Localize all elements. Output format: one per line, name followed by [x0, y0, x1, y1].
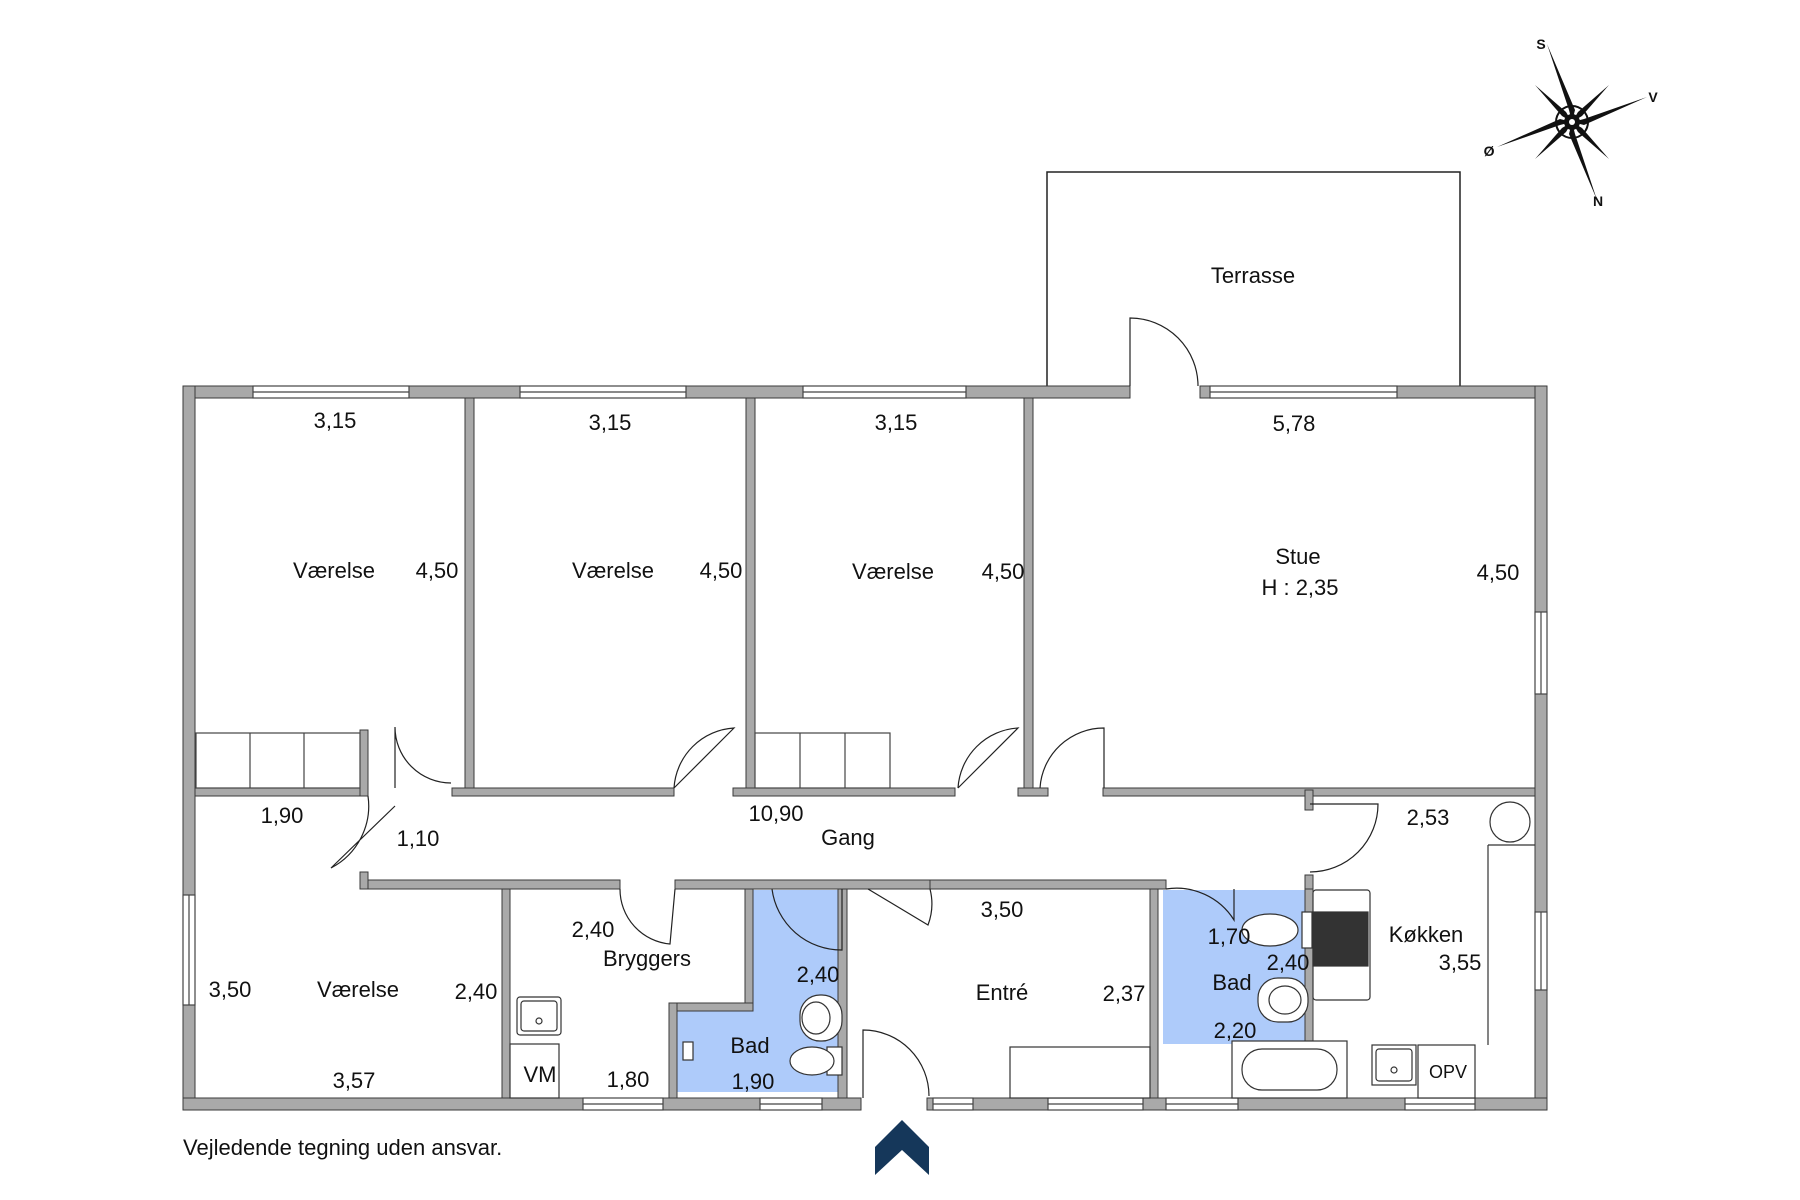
bryggers-vm: VM — [524, 1062, 557, 1087]
stue-height: H : 2,35 — [1261, 575, 1338, 600]
doors — [330, 317, 1379, 1098]
stue-width: 5,78 — [1273, 411, 1316, 436]
kokken-depth: 3,55 — [1439, 950, 1482, 975]
bad1-label: Bad — [730, 1033, 769, 1058]
kokken-width: 2,53 — [1407, 805, 1450, 830]
fixtures — [509, 801, 1535, 1099]
gang-width: 1,10 — [397, 826, 440, 851]
stue-label: Stue — [1275, 544, 1320, 569]
bad2-dim-b: 2,20 — [1214, 1018, 1257, 1043]
stue-depth: 4,50 — [1477, 560, 1520, 585]
bryggers-depth: 2,40 — [572, 917, 615, 942]
compass-n: N — [1593, 193, 1603, 209]
vaerelse4-depth: 3,50 — [209, 977, 252, 1002]
compass-rose-icon: S V Ø N — [1484, 36, 1659, 209]
vaerelse4-depth-b: 2,40 — [455, 979, 498, 1004]
bath1-floor — [677, 890, 843, 1092]
bryggers-width: 1,80 — [607, 1067, 650, 1092]
terrace-outline — [1046, 171, 1461, 386]
bad2-label: Bad — [1212, 970, 1251, 995]
vaerelse3-label: Værelse — [852, 559, 934, 584]
vaerelse2-width: 3,15 — [589, 410, 632, 435]
entry-arrow-icon — [875, 1120, 929, 1175]
gang-label: Gang — [821, 825, 875, 850]
bryggers-label: Bryggers — [603, 946, 691, 971]
vaerelse1-label: Værelse — [293, 558, 375, 583]
entre-width: 3,50 — [981, 897, 1024, 922]
vaerelse1-depth: 4,50 — [416, 558, 459, 583]
vaerelse4-width: 3,57 — [333, 1068, 376, 1093]
bad2-width: 1,70 — [1208, 924, 1251, 949]
vaerelse3-depth: 4,50 — [982, 559, 1025, 584]
terrasse-label: Terrasse — [1211, 263, 1295, 288]
gang-dim-a: 1,90 — [261, 803, 304, 828]
compass-o: Ø — [1484, 143, 1495, 159]
vaerelse2-depth: 4,50 — [700, 558, 743, 583]
entre-label: Entré — [976, 980, 1029, 1005]
vaerelse4-label: Værelse — [317, 977, 399, 1002]
compass-v: V — [1648, 89, 1658, 105]
windows — [182, 385, 1548, 1111]
bad2-depth: 2,40 — [1267, 950, 1310, 975]
bad1-depth: 2,40 — [797, 962, 840, 987]
wardrobe-3 — [754, 732, 891, 789]
kokken-opv: OPV — [1429, 1062, 1467, 1082]
bad1-width: 1,90 — [732, 1069, 775, 1094]
vaerelse1-width: 3,15 — [314, 408, 357, 433]
vaerelse2-label: Værelse — [572, 558, 654, 583]
vaerelse3-width: 3,15 — [875, 410, 918, 435]
wardrobe-1 — [195, 732, 361, 789]
compass-s: S — [1536, 36, 1545, 52]
disclaimer-text: Vejledende tegning uden ansvar. — [183, 1135, 503, 1160]
room-labels: Terrasse 3,15 Værelse 4,50 3,15 Værelse … — [209, 263, 1520, 1094]
kokken-label: Køkken — [1389, 922, 1464, 947]
gang-length: 10,90 — [748, 801, 803, 826]
entre-depth: 2,37 — [1103, 981, 1146, 1006]
